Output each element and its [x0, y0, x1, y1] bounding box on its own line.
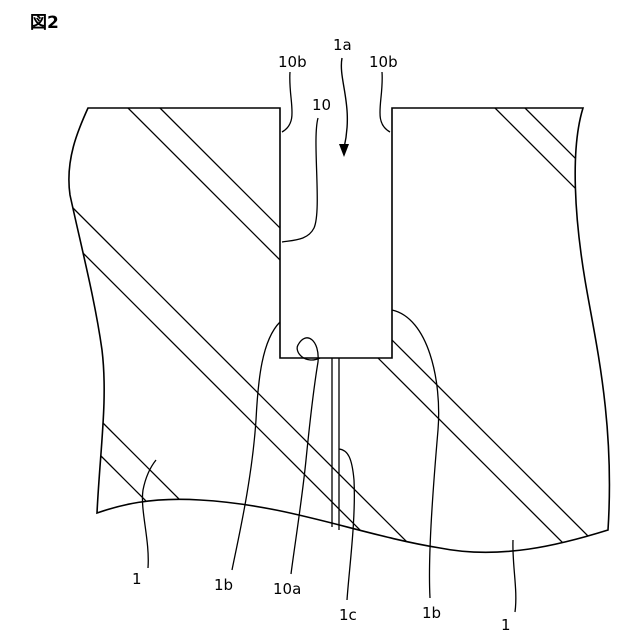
label-10: 10 [312, 96, 331, 114]
label-10b-right: 10b [369, 53, 398, 71]
label-1a: 1a [333, 36, 352, 54]
leader-1b-left [232, 322, 280, 570]
label-1b-right: 1b [422, 604, 441, 622]
leader-10b-right [380, 72, 390, 132]
leader-1b-right [392, 310, 439, 598]
label-10b-left: 10b [278, 53, 307, 71]
insertion-arrow [339, 58, 349, 157]
hatch-band-lower-left [100, 420, 300, 620]
label-1-left: 1 [132, 570, 142, 588]
hatch-band-upper-right [495, 108, 640, 253]
leader-1c [339, 449, 354, 600]
leader-10b-left [282, 72, 292, 132]
label-1-right: 1 [501, 616, 511, 634]
leader-10a [291, 338, 320, 574]
leader-lines [142, 72, 515, 612]
leader-1-left [142, 460, 156, 568]
section-hatching [70, 108, 640, 620]
label-1c: 1c [339, 606, 357, 624]
hatch-band-middle [70, 205, 480, 620]
crack-lines [332, 358, 339, 530]
leader-10 [282, 118, 318, 242]
label-10a: 10a [273, 580, 301, 598]
label-1b-left: 1b [214, 576, 233, 594]
